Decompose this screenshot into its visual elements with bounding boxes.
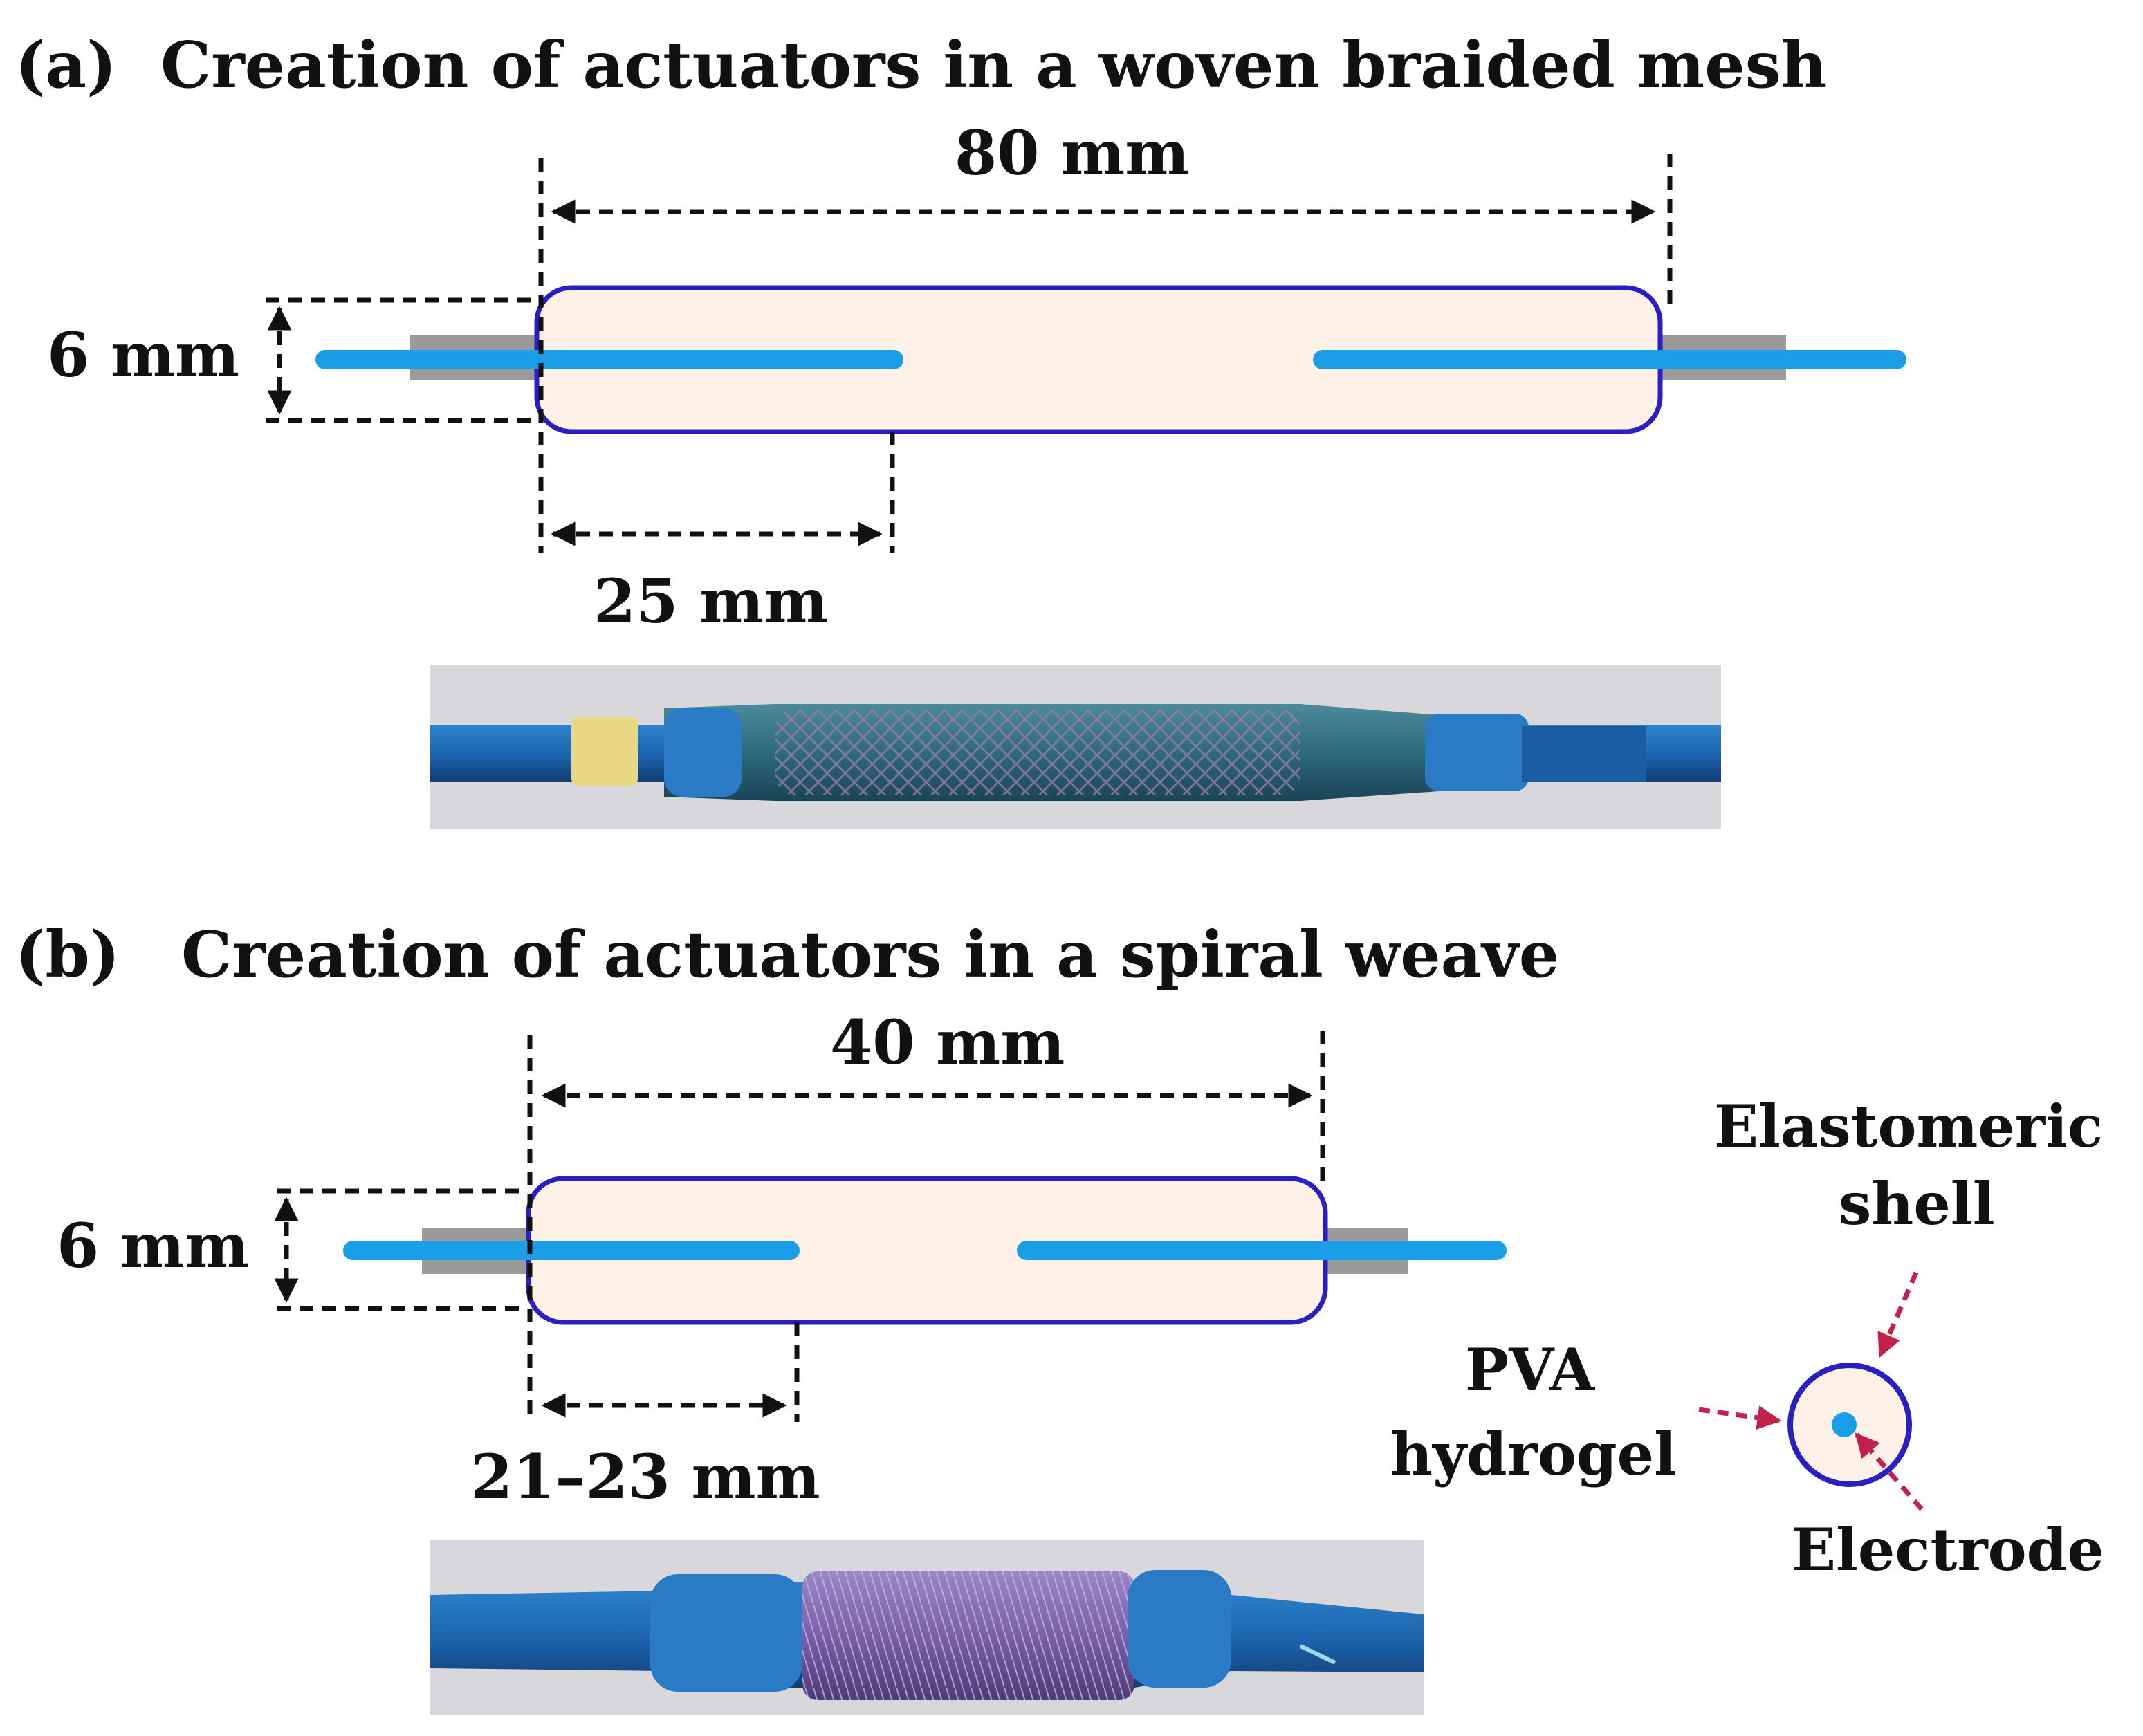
panel-a-title: Creation of actuators in a woven braided… [160,28,1827,102]
panel-b-diameter-label: 6 mm [57,1210,249,1282]
panel-a-dimensions [266,154,1673,553]
callout-arrows [1698,1271,1924,1511]
shell-label-line1: Elastomeric [1714,1092,2103,1161]
electrode-dot [1832,1412,1857,1437]
panel-b-length-label: 40 mm [830,1006,1065,1078]
hydrogel-label-line2: hydrogel [1390,1420,1676,1488]
panel-b-schematic [343,1176,1507,1325]
panel-a: (a) Creation of actuators in a woven bra… [15,28,1906,829]
panel-b-title: Creation of actuators in a spiral weave [181,917,1559,992]
panel-b-electrode-label: 21–23 mm [470,1441,820,1513]
panel-b-label: (b) [15,917,120,992]
panel-a-label: (a) [15,28,117,102]
panel-b-dimensions [274,1031,1325,1422]
electrode-label: Electrode [1792,1515,2104,1584]
panel-a-schematic [315,285,1906,434]
panel-a-diameter-label: 6 mm [47,319,239,391]
hydrogel-arrow [1698,1405,1782,1430]
panel-a-length-label: 80 mm [955,117,1189,189]
hydrogel-label-line1: PVA [1465,1336,1596,1404]
shell-arrow [1877,1271,1919,1358]
panel-a-photo [430,665,1721,829]
cross-section: Elastomeric shell PVA hydrogel Electrode [1390,1092,2104,1584]
panel-b: (b) Creation of actuators in a spiral we… [15,917,1559,1715]
electrode-arrow [1855,1432,1924,1511]
shell-label-line2: shell [1839,1170,1995,1238]
panel-b-photo [430,1540,1424,1715]
panel-a-electrode-label: 25 mm [594,565,828,637]
